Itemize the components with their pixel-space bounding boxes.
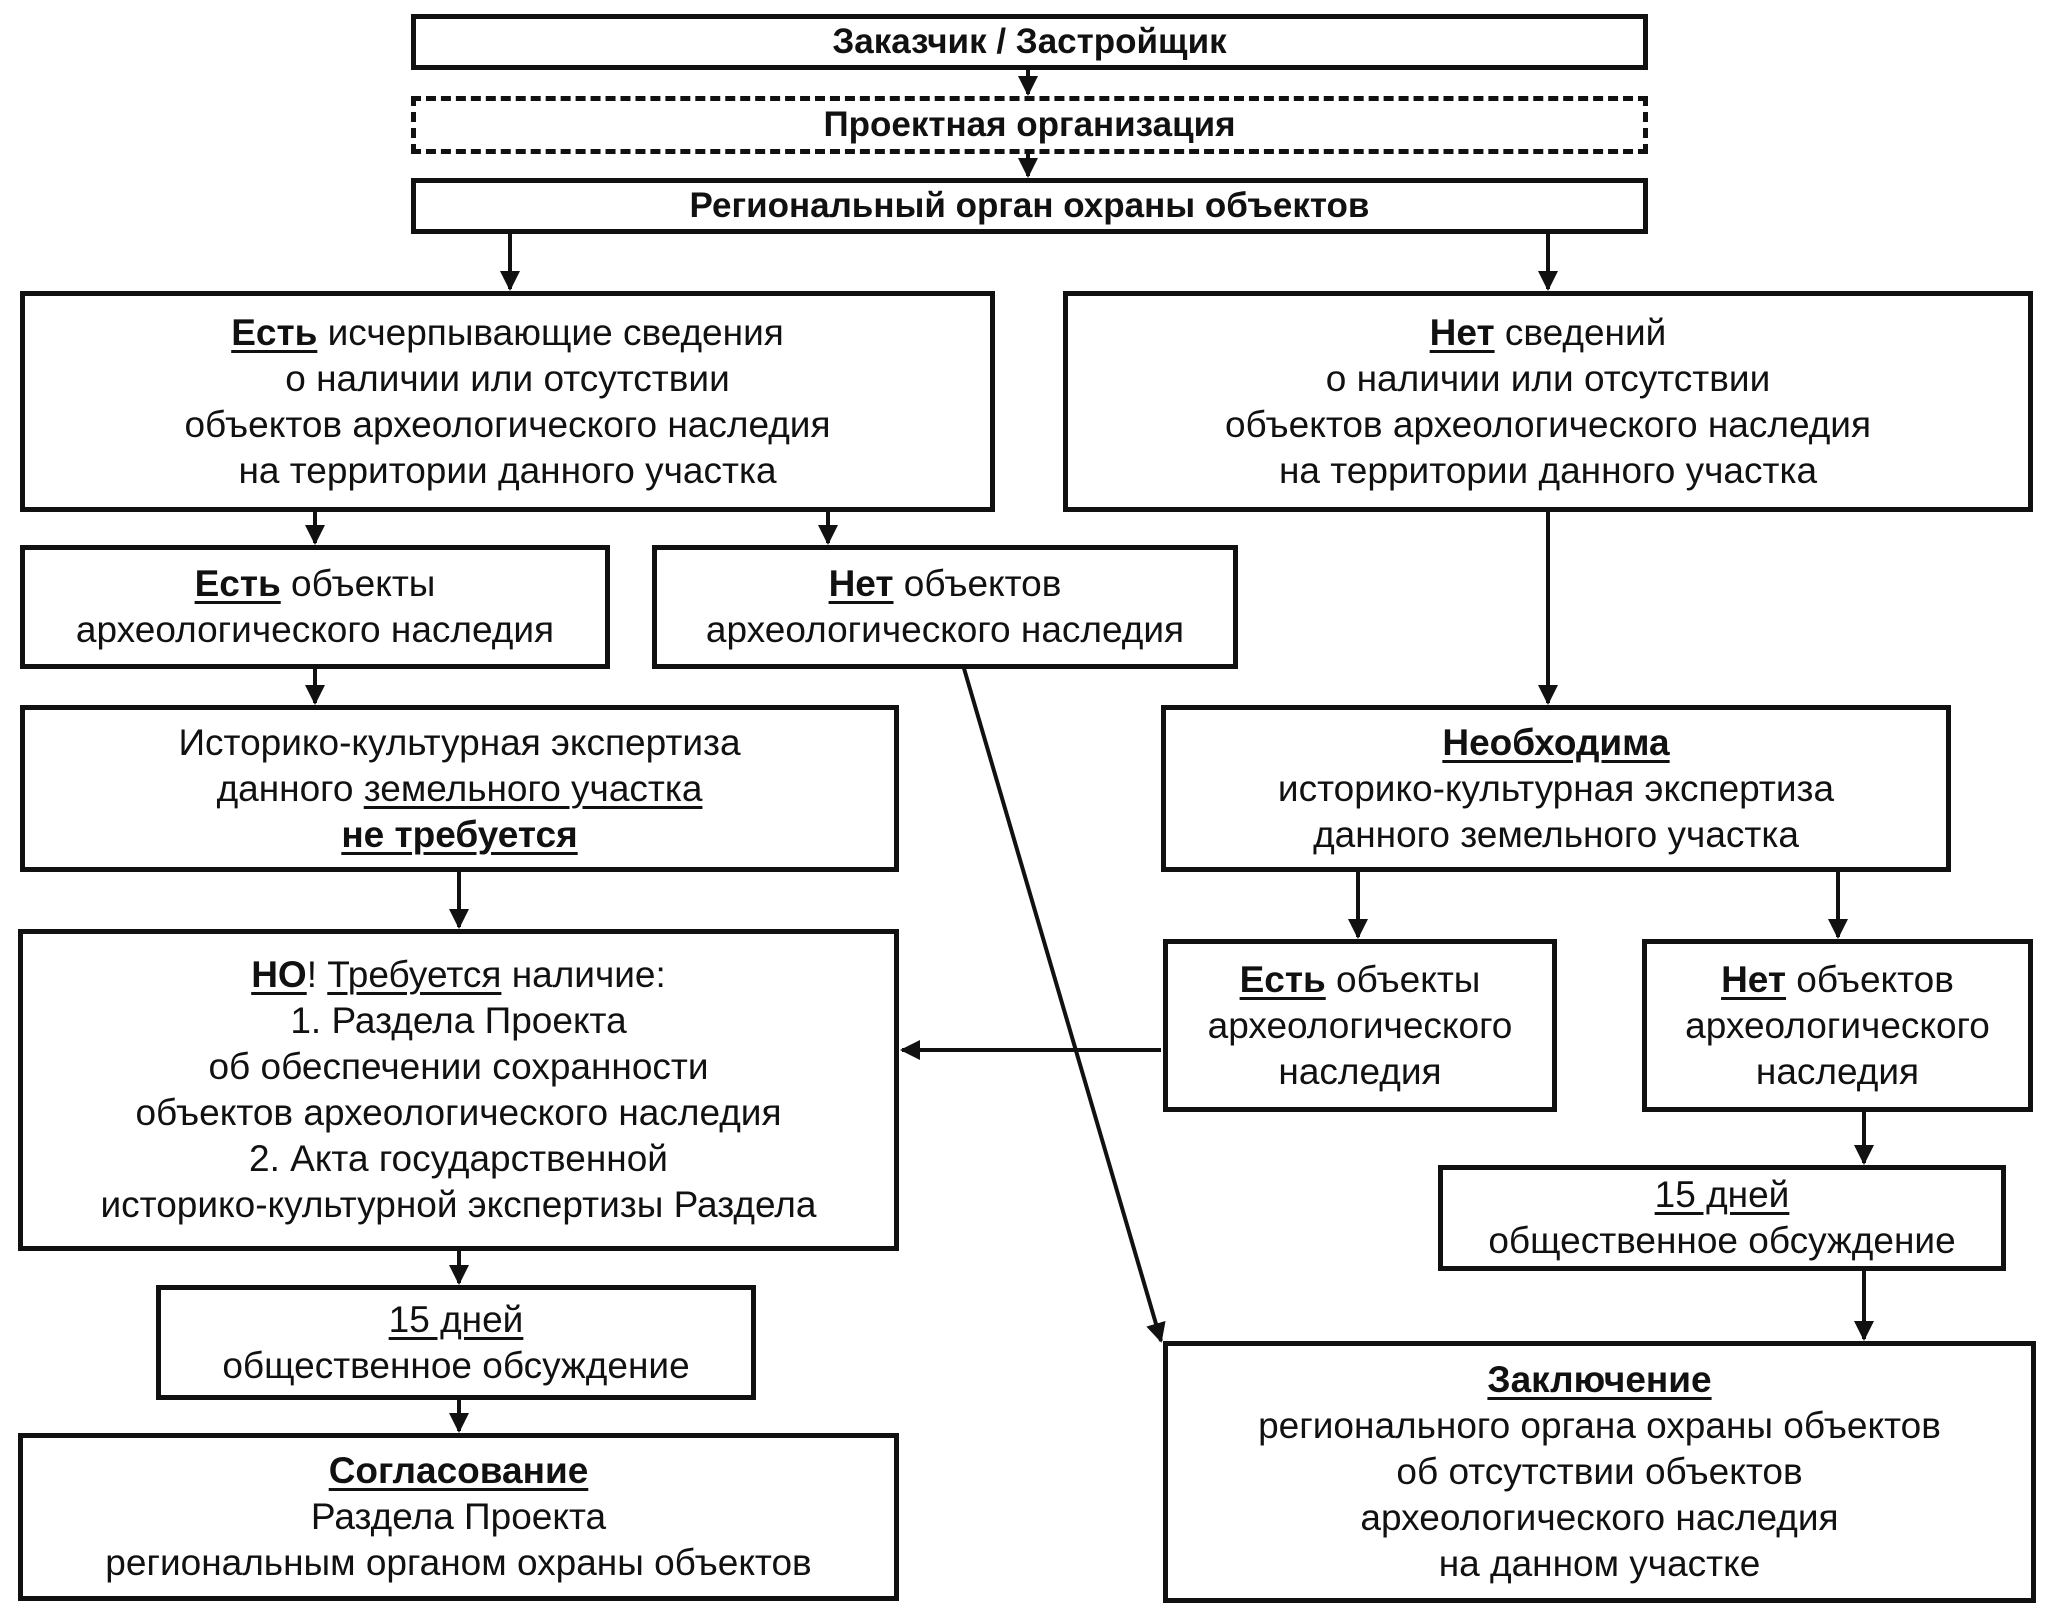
expertise-required-line-2: историко-культурная экспертиза	[1277, 767, 1835, 809]
but-required-line-2: 1. Раздела Проекта	[290, 1000, 627, 1041]
but-required-line-3: об обеспечении сохранности	[208, 1046, 709, 1087]
design-organization-box: Проектная организация	[411, 96, 1648, 154]
regional-authority-box: Региональный орган охраны объектов	[411, 178, 1648, 234]
objects-absent-right-line-1: Нет объектов	[1721, 957, 1954, 1003]
no-info-line-1: Нет сведений	[1430, 310, 1667, 356]
public-discussion-right-label: общественное обсуждение	[1488, 1220, 1956, 1261]
has-info-box: Есть исчерпывающие сведения о наличии ил…	[20, 291, 995, 512]
objects-present-box-left: Есть объекты археологического наследия	[20, 545, 610, 669]
objects-present-left-rest: объекты	[280, 563, 436, 604]
objects-present-left-keyword: Есть	[194, 563, 281, 604]
but-required-underlined: Требуется	[327, 954, 502, 995]
but-required-line-1: НО! Требуется наличие:	[251, 952, 666, 998]
objects-present-right-line-3: наследия	[1278, 1050, 1442, 1092]
expertise-not-required-box: Историко-культурная экспертиза данного з…	[20, 705, 899, 872]
has-info-line-3: объектов археологического наследия	[184, 403, 831, 445]
expertise-required-box: Необходима историко-культурная экспертиз…	[1161, 705, 1951, 872]
objects-absent-left-line-2: археологического наследия	[705, 609, 1185, 650]
objects-absent-right-keyword: Нет	[1721, 958, 1787, 1000]
no-info-line-3: объектов археологического наследия	[1224, 403, 1872, 445]
approval-box: Согласование Раздела Проекта региональны…	[18, 1433, 899, 1601]
customer-label: Заказчик / Застройщик	[832, 22, 1227, 61]
approval-line-2: Раздела Проекта	[310, 1496, 607, 1537]
has-info-line-2: о наличии или отсутствии	[285, 357, 730, 399]
has-info-rest: исчерпывающие сведения	[317, 311, 784, 353]
expertise-not-required-line-3: не требуется	[341, 813, 578, 855]
expertise-not-required-line-2: данного земельного участка	[217, 766, 703, 812]
has-info-keyword: Есть	[231, 311, 318, 353]
public-discussion-left-label: общественное обсуждение	[222, 1344, 690, 1386]
expertise-not-required-underlined: земельного участка	[363, 767, 703, 809]
no-info-keyword: Нет	[1429, 311, 1495, 353]
regional-authority-label: Региональный орган охраны объектов	[689, 186, 1370, 225]
approval-keyword: Согласование	[328, 1450, 589, 1491]
conclusion-keyword: Заключение	[1487, 1359, 1712, 1400]
but-required-rest: наличие:	[501, 954, 666, 995]
objects-present-right-line-2: археологического	[1207, 1004, 1513, 1046]
arrow-objects-absent-a-to-conclusion	[961, 664, 1166, 1343]
but-required-line-5: 2. Акта государственной	[249, 1138, 668, 1179]
has-info-line-1: Есть исчерпывающие сведения	[231, 310, 784, 356]
public-discussion-box-left: 15 дней общественное обсуждение	[156, 1285, 756, 1400]
but-required-box: НО! Требуется наличие: 1. Раздела Проект…	[18, 929, 899, 1251]
objects-present-right-keyword: Есть	[1239, 958, 1326, 1000]
conclusion-box: Заключение регионального органа охраны о…	[1163, 1341, 2036, 1603]
objects-absent-right-rest: объектов	[1786, 958, 1954, 1000]
objects-present-left-line-2: археологического наследия	[75, 609, 555, 650]
objects-absent-box-left: Нет объектов археологического наследия	[652, 545, 1238, 669]
objects-absent-left-line-1: Нет объектов	[829, 561, 1062, 607]
objects-present-box-right: Есть объекты археологического наследия	[1163, 939, 1557, 1112]
objects-absent-right-line-2: археологического	[1685, 1004, 1990, 1046]
no-info-line-4: на территории данного участка	[1278, 449, 1818, 491]
conclusion-line-3: об отсутствии объектов	[1396, 1451, 1803, 1492]
but-required-line-4: объектов археологического наследия	[135, 1092, 782, 1133]
conclusion-line-4: археологического наследия	[1360, 1497, 1839, 1538]
public-discussion-right-days: 15 дней	[1654, 1174, 1790, 1215]
expertise-not-required-line-1: Историко-культурная экспертиза	[178, 721, 741, 763]
objects-present-left-line-1: Есть объекты	[195, 561, 436, 607]
conclusion-line-2: регионального органа охраны объектов	[1258, 1405, 1941, 1446]
objects-absent-left-rest: объектов	[893, 563, 1062, 604]
public-discussion-box-right: 15 дней общественное обсуждение	[1438, 1165, 2006, 1271]
expertise-not-required-plain: данного	[216, 767, 364, 809]
no-info-box: Нет сведений о наличии или отсутствии об…	[1063, 291, 2033, 512]
approval-line-3: региональным органом охраны объектов	[105, 1542, 812, 1583]
expertise-required-line-3: данного земельного участка	[1313, 813, 1799, 855]
public-discussion-left-days: 15 дней	[388, 1298, 524, 1340]
objects-absent-left-keyword: Нет	[828, 563, 894, 604]
objects-absent-right-line-3: наследия	[1755, 1050, 1920, 1092]
objects-absent-box-right: Нет объектов археологического наследия	[1642, 939, 2033, 1112]
no-info-rest: сведений	[1494, 311, 1667, 353]
but-required-exclaim: !	[306, 954, 328, 995]
objects-present-right-rest: объекты	[1325, 958, 1481, 1000]
but-required-keyword: НО	[251, 954, 307, 995]
design-organization-label: Проектная организация	[823, 105, 1236, 144]
customer-box: Заказчик / Застройщик	[411, 14, 1648, 70]
but-required-line-6: историко-культурной экспертизы Раздела	[100, 1184, 817, 1225]
objects-present-right-line-1: Есть объекты	[1240, 957, 1481, 1003]
conclusion-line-5: на данном участке	[1438, 1543, 1761, 1584]
no-info-line-2: о наличии или отсутствии	[1325, 357, 1771, 399]
has-info-line-4: на территории данного участка	[238, 449, 777, 491]
expertise-required-keyword: Необходима	[1442, 721, 1670, 763]
